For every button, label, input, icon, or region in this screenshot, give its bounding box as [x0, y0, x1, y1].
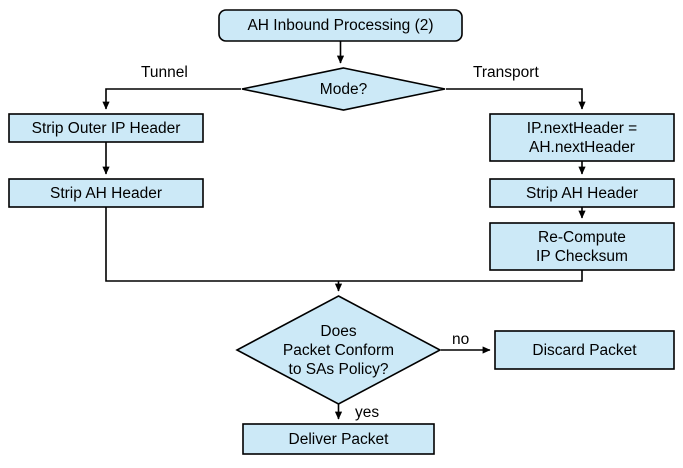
node-strip-ah-header-tunnel-shape [8, 178, 204, 208]
edge-label-yes: yes [355, 404, 380, 421]
node-strip-outer-ip-header-shape [8, 113, 204, 143]
node-ip-nextheader-assign-shape [489, 113, 675, 162]
edge-mode-tunnel [102, 88, 241, 110]
node-start-shape [218, 9, 463, 42]
edge-label-transport: Transport [473, 64, 539, 81]
edge-transport-merge [338, 270, 583, 282]
node-strip-ah-header-transport-shape [489, 178, 675, 208]
edge-mode-transport [446, 88, 586, 110]
edge-tunnel-merge [105, 207, 339, 282]
node-conform-check-shape [235, 295, 442, 405]
edge-label-tunnel: Tunnel [141, 64, 188, 81]
node-discard-packet-shape [494, 330, 675, 370]
edge-label-no: no [452, 331, 470, 348]
node-recompute-ip-checksum-shape [489, 222, 675, 271]
node-mode-shape [241, 67, 446, 111]
node-deliver-packet-shape [242, 423, 435, 455]
